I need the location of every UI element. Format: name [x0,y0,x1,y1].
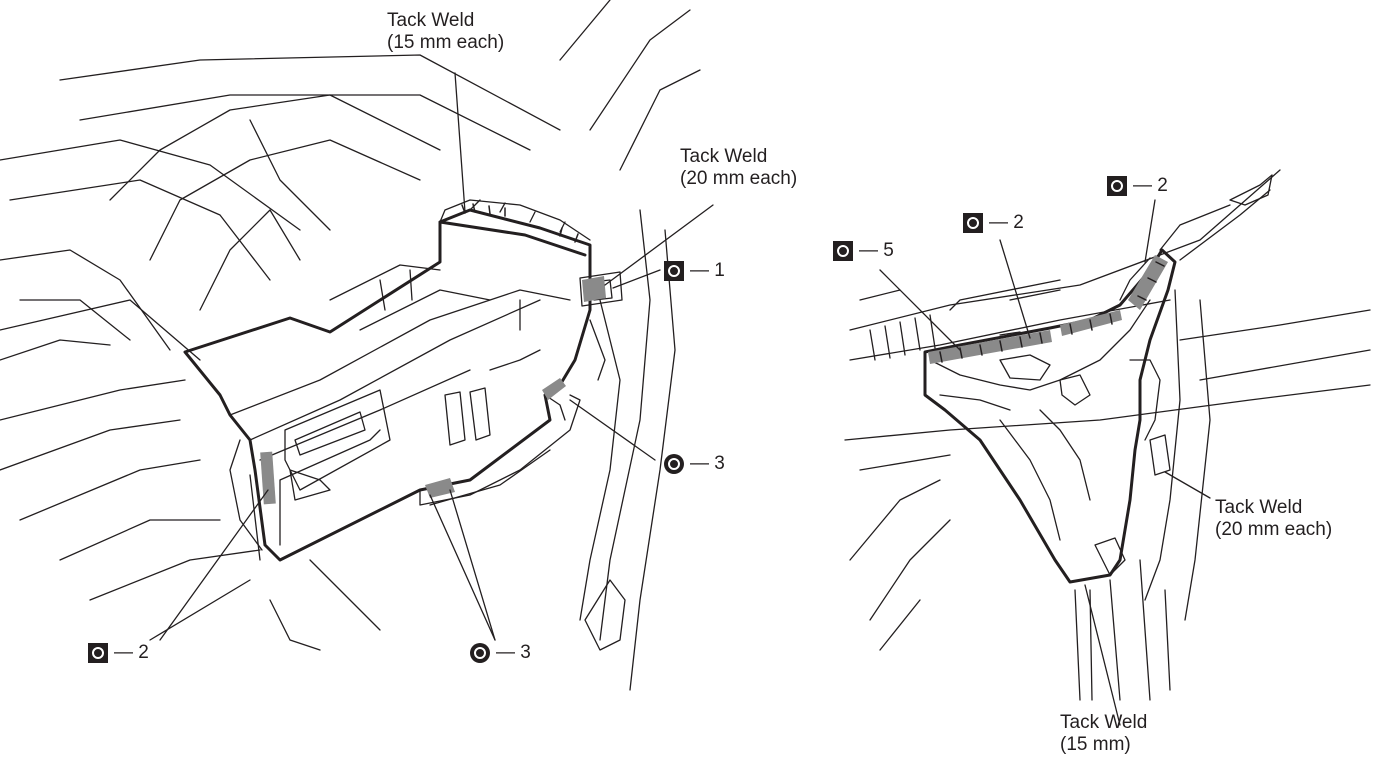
spot-weld-count: — 3 [496,642,531,663]
spot-weld-count: — 5 [859,240,894,261]
tack-weld-label-left-top: Tack Weld (15 mm each) [387,10,504,54]
left-leader-lines [159,72,714,641]
square-spot-weld-icon [833,241,853,261]
square-spot-weld-icon [1107,176,1127,196]
spot-weld-callout-2-mid: — 2 [963,212,1024,234]
spot-weld-callout-2-bottom: — 2 [88,642,149,664]
spot-weld-count: — 2 [1133,175,1168,196]
left-illustration [0,0,714,691]
right-leader-lines [879,199,1211,726]
spot-weld-count: — 3 [690,453,725,474]
left-weld-marks [260,276,606,505]
square-spot-weld-icon [88,643,108,663]
tack-weld-label-left-right: Tack Weld (20 mm each) [680,146,797,190]
tack-weld-length: (15 mm) [1060,734,1131,755]
spot-weld-count: — 1 [690,260,725,281]
spot-weld-callout-3-right: — 3 [664,453,725,475]
spot-weld-callout-5: — 5 [833,240,894,262]
tack-weld-title: Tack Weld [680,146,768,167]
tack-weld-label-right-bottom: Tack Weld (15 mm) [1060,712,1147,756]
right-illustration [844,169,1371,726]
right-background-body-lines [844,169,1371,701]
right-bracket-outline [923,248,1177,584]
spot-weld-callout-2-top: — 2 [1107,175,1168,197]
spot-weld-callout-1: — 1 [664,260,725,282]
square-spot-weld-icon [664,261,684,281]
round-spot-weld-icon [470,643,490,663]
tack-weld-length: (15 mm each) [387,32,505,53]
tack-weld-title: Tack Weld [1060,712,1148,733]
round-spot-weld-icon [664,454,684,474]
spot-weld-callout-3-bottom: — 3 [470,642,531,664]
left-tack-ticks [461,203,579,243]
tack-weld-length: (20 mm each) [680,168,798,189]
spot-weld-count: — 2 [989,212,1024,233]
tack-weld-length: (20 mm each) [1215,519,1333,540]
left-bracket-outline [183,208,592,562]
square-spot-weld-icon [963,213,983,233]
spot-weld-count: — 2 [114,642,149,663]
tack-weld-title: Tack Weld [387,10,475,31]
left-background-body-lines [0,0,701,691]
tack-weld-title: Tack Weld [1215,497,1303,518]
left-bracket-details [229,199,623,561]
right-bracket-details [929,257,1171,576]
right-weld-marks [928,255,1168,364]
tack-weld-label-right-side: Tack Weld (20 mm each) [1215,497,1332,541]
